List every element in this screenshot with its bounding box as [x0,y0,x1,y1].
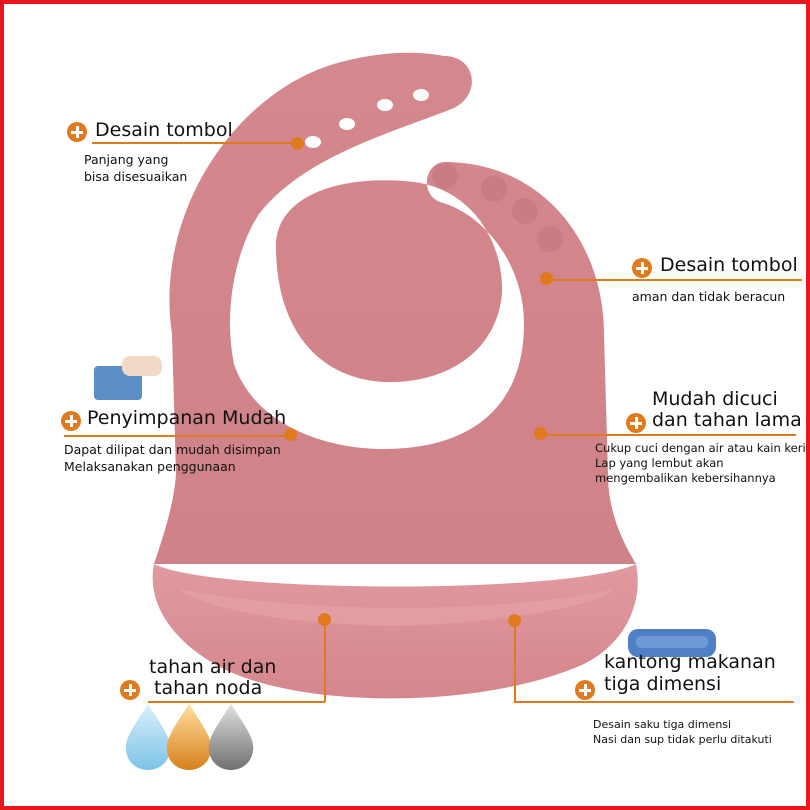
pocket-thumbnail [628,629,716,657]
feature-title: Desain tombol [95,119,233,141]
feature-description: Panjang yang [84,152,169,167]
plus-circle-icon [575,680,595,700]
plus-circle-icon [67,122,87,142]
connector-dot [284,428,297,441]
feature-title: tiga dimensi [604,673,722,695]
feature-title: tahan air dan [149,656,277,678]
feature-description: mengembalikan kebersihannya [595,471,776,485]
connector-line [514,625,516,703]
connector-dot [534,427,547,440]
connector-line [552,279,802,281]
connector-dot [291,137,304,150]
connector-dot [508,614,521,627]
feature-description: Melaksanakan penggunaan [64,459,236,474]
feature-description: Lap yang lembut akan [595,456,724,470]
plus-circle-icon [632,258,652,278]
feature-description: bisa disesuaikan [84,169,188,184]
feature-title: Desain tombol [660,254,798,276]
feature-description: Nasi dan sup tidak perlu ditakuti [593,733,772,746]
oil-drop-icon [166,704,212,770]
plus-circle-icon [120,680,140,700]
stain-drop-icon [208,704,254,770]
connector-line [148,701,325,703]
connector-line [92,142,292,144]
connector-dot [540,272,553,285]
feature-title: kantong makanan [604,651,776,673]
folded-bib-thumbnail [94,356,162,400]
feature-title: dan tahan lama [652,409,802,431]
food-pocket [152,564,638,699]
connector-line [514,701,794,703]
feature-title: Penyimpanan Mudah [87,407,287,429]
feature-description: Dapat dilipat dan mudah disimpan [64,442,281,457]
water-drop-icon [125,704,171,770]
feature-description: Cukup cuci dengan air atau kain kering [595,441,810,455]
feature-description: aman dan tidak beracun [632,289,786,304]
connector-line [64,435,289,437]
feature-title: tahan noda [154,677,263,699]
feature-title: Mudah dicuci [652,388,778,410]
plus-circle-icon [61,411,81,431]
connector-line [324,624,326,702]
plus-circle-icon [626,413,646,433]
feature-description: Desain saku tiga dimensi [593,718,732,731]
connector-dot [318,613,331,626]
connector-line [546,434,796,436]
